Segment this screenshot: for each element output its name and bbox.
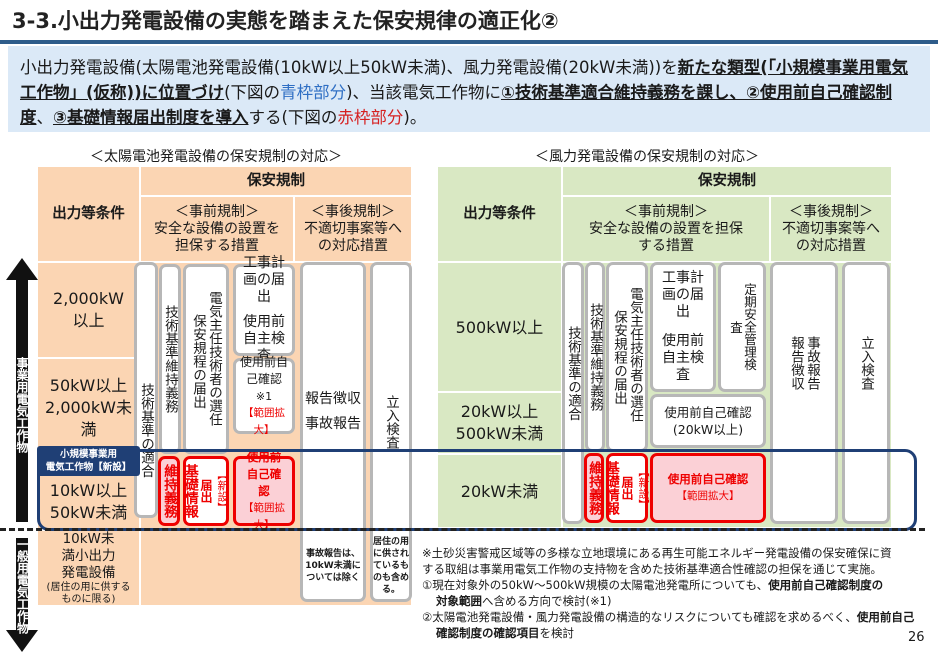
wind-tekigo-box: 技術基準の適合	[562, 262, 584, 524]
note-2c: 確認制度の確認項目	[436, 626, 540, 640]
wind-row-500: 500kW以上	[437, 262, 562, 392]
solar-jigo-sub: 不適切事案等への対応措置	[304, 220, 402, 254]
note-0b: する取組は事業用電気工作物の支持物を含めた技術基準適合性確認の担保を通じて実施。	[422, 562, 882, 576]
solar-row-small-note: (居住の用に供するものに限る)	[46, 581, 131, 605]
note-1c: 対象範囲	[436, 594, 482, 608]
wind-kakunin-box: 使用前自己確認 (20kW以上)	[650, 394, 766, 448]
wind-row-20-500: 20kW以上500kW未満	[437, 392, 562, 454]
page-title: 3-3.小出力発電設備の実態を踏まえた保安規律の適正化②	[12, 9, 559, 33]
intro-text-2: 新たな類型(「小規模事業用電気工作物」(仮称))に位置づけ	[20, 58, 909, 102]
wind-hoan-header: 保安規制	[562, 166, 892, 196]
intro-text-7: 、	[36, 108, 54, 127]
category-divider	[0, 528, 925, 531]
solar-row-2000: 2,000kW以上	[37, 262, 140, 358]
side-ippan-label: 一般用電気工作物	[15, 538, 30, 634]
note-1b: 使用前自己確認制度の	[768, 578, 884, 592]
solar-iji-gimu-box: 維持義務	[158, 456, 180, 526]
side-jigyo-label: 事業用電気工作物	[15, 357, 29, 453]
note-0a: ※土砂災害警戒区域等の多様な立地環境にある再生可能エネルギー発電設備の保安確保に…	[422, 546, 892, 560]
solar-jigo-header: ＜事後規制＞ 不適切事案等への対応措置	[294, 196, 412, 262]
wind-shunin-box: 保安規程の届出電気主任技術者の選任	[606, 262, 648, 452]
intro-text-8: ③基礎情報届出制度を導入	[53, 108, 249, 127]
intro-text-9: する(下図の	[248, 108, 338, 127]
wind-caption: ＜風力発電設備の保安規制の対応＞	[535, 149, 759, 165]
wind-jizen-header: ＜事前規制＞ 安全な設備の設置を担保する措置	[562, 196, 770, 262]
solar-jizen-sub: 安全な設備の設置を担保する措置	[154, 220, 280, 254]
wind-row-20: 20kW未満	[437, 454, 562, 528]
wind-output-label: 出力等条件	[437, 166, 562, 262]
solar-jigo-title: ＜事後規制＞	[311, 203, 395, 220]
note-1a: ①現在対象外の50kW～500kW規模の太陽電池発電所についても、	[422, 578, 769, 592]
wind-tachiiri-box: 立入検査	[842, 262, 890, 524]
wind-jigo-header: ＜事後規制＞ 不適切事案等への対応措置	[770, 196, 892, 262]
intro-text-10: 赤枠部分	[337, 108, 404, 127]
wind-iji-box: 技術基準維持義務	[585, 262, 605, 452]
wind-koji-box: 工事計画の届出 使用前自主検査	[650, 262, 716, 392]
wind-houkoku-box: 報告徴収事故報告	[770, 262, 838, 524]
solar-koji-box: 工事計画の届出 使用前自主検査	[233, 255, 295, 364]
title-underline	[0, 40, 938, 44]
intro-text-6: ①技術基準適合維持義務を課し、②使用前自己確認制度	[20, 83, 892, 127]
note-1d: へ含める方向で検討(※1)	[482, 594, 612, 608]
solar-kiso-box: 基礎情報届出【新設】	[182, 456, 229, 526]
intro-text-3: (下図の	[224, 83, 281, 102]
wind-teiki-box: 定期安全管理検査	[718, 262, 766, 392]
intro-text-1: 小出力発電設備(太陽電池発電設備(10kW以上50kW未満)、風力発電設備(20…	[20, 58, 678, 77]
solar-jizen-title: ＜事前規制＞	[175, 203, 259, 220]
solar-shunin-box: 保安規程の届出電気主任技術者の選任	[183, 264, 229, 454]
intro-text-11: )。	[403, 108, 427, 127]
intro-text-5: )、当該電気工作物に	[346, 83, 501, 102]
solar-houkoku-box: 報告徴収 事故報告	[300, 262, 366, 602]
solar-iji-box: 技術基準維持義務	[159, 264, 181, 454]
solar-output-label: 出力等条件	[37, 166, 140, 262]
wind-iji-gimu-box: 維持義務	[584, 453, 604, 523]
wind-shiyoumae-red-box: 使用前自己確認 【範囲拡大】	[650, 453, 766, 523]
note-2b: 使用前自己	[856, 610, 915, 624]
wind-kiso-box: 基礎情報届出【新設】	[603, 453, 650, 523]
solar-tekigo-box: 技術基準の適合	[134, 262, 158, 518]
solar-tachiiri-box: 立入検査	[370, 262, 412, 602]
note-2a: ②太陽電池発電設備・風力発電設備の構造的なリスクについても確認を求めるべく、	[422, 610, 857, 624]
side-arrows	[6, 258, 38, 652]
solar-note-kyoju: 居住の用に供されているものも含める。	[372, 537, 409, 595]
note-2d: を検討	[539, 626, 575, 640]
solar-kakunin-box: 使用前自己確認 ※1 【範囲拡大】	[233, 355, 295, 436]
intro-box: 小出力発電設備(太陽電池発電設備(10kW以上50kW未満)、風力発電設備(20…	[8, 46, 930, 132]
solar-hoan-header: 保安規制	[140, 166, 412, 196]
solar-shiyoumae-red-box: 使用前自己確認 【範囲拡大】	[233, 450, 295, 531]
solar-caption: ＜太陽電池発電設備の保安規制の対応＞	[90, 149, 342, 165]
page-number: 26	[908, 630, 925, 645]
notes-block: ※土砂災害警戒区域等の多様な立地環境にある再生可能エネルギー発電設備の保安確保に…	[422, 545, 932, 641]
solar-jizen-header: ＜事前規制＞ 安全な設備の設置を担保する措置	[140, 196, 294, 262]
solar-note-jiko: 事故報告は、10kW未満については除く	[305, 549, 361, 583]
solar-row-small: 10kW未満小出力発電設備 (居住の用に供するものに限る)	[37, 530, 140, 606]
solar-row-small-label: 10kW未満小出力発電設備	[61, 530, 116, 581]
intro-text-4: 青枠部分	[280, 83, 347, 102]
shokibo-frame	[37, 449, 917, 531]
shokibo-label: 小規模事業用 電気工作物【新設】	[37, 446, 140, 476]
solar-row-50-2000: 50kW以上2,000kW未満	[37, 358, 140, 458]
